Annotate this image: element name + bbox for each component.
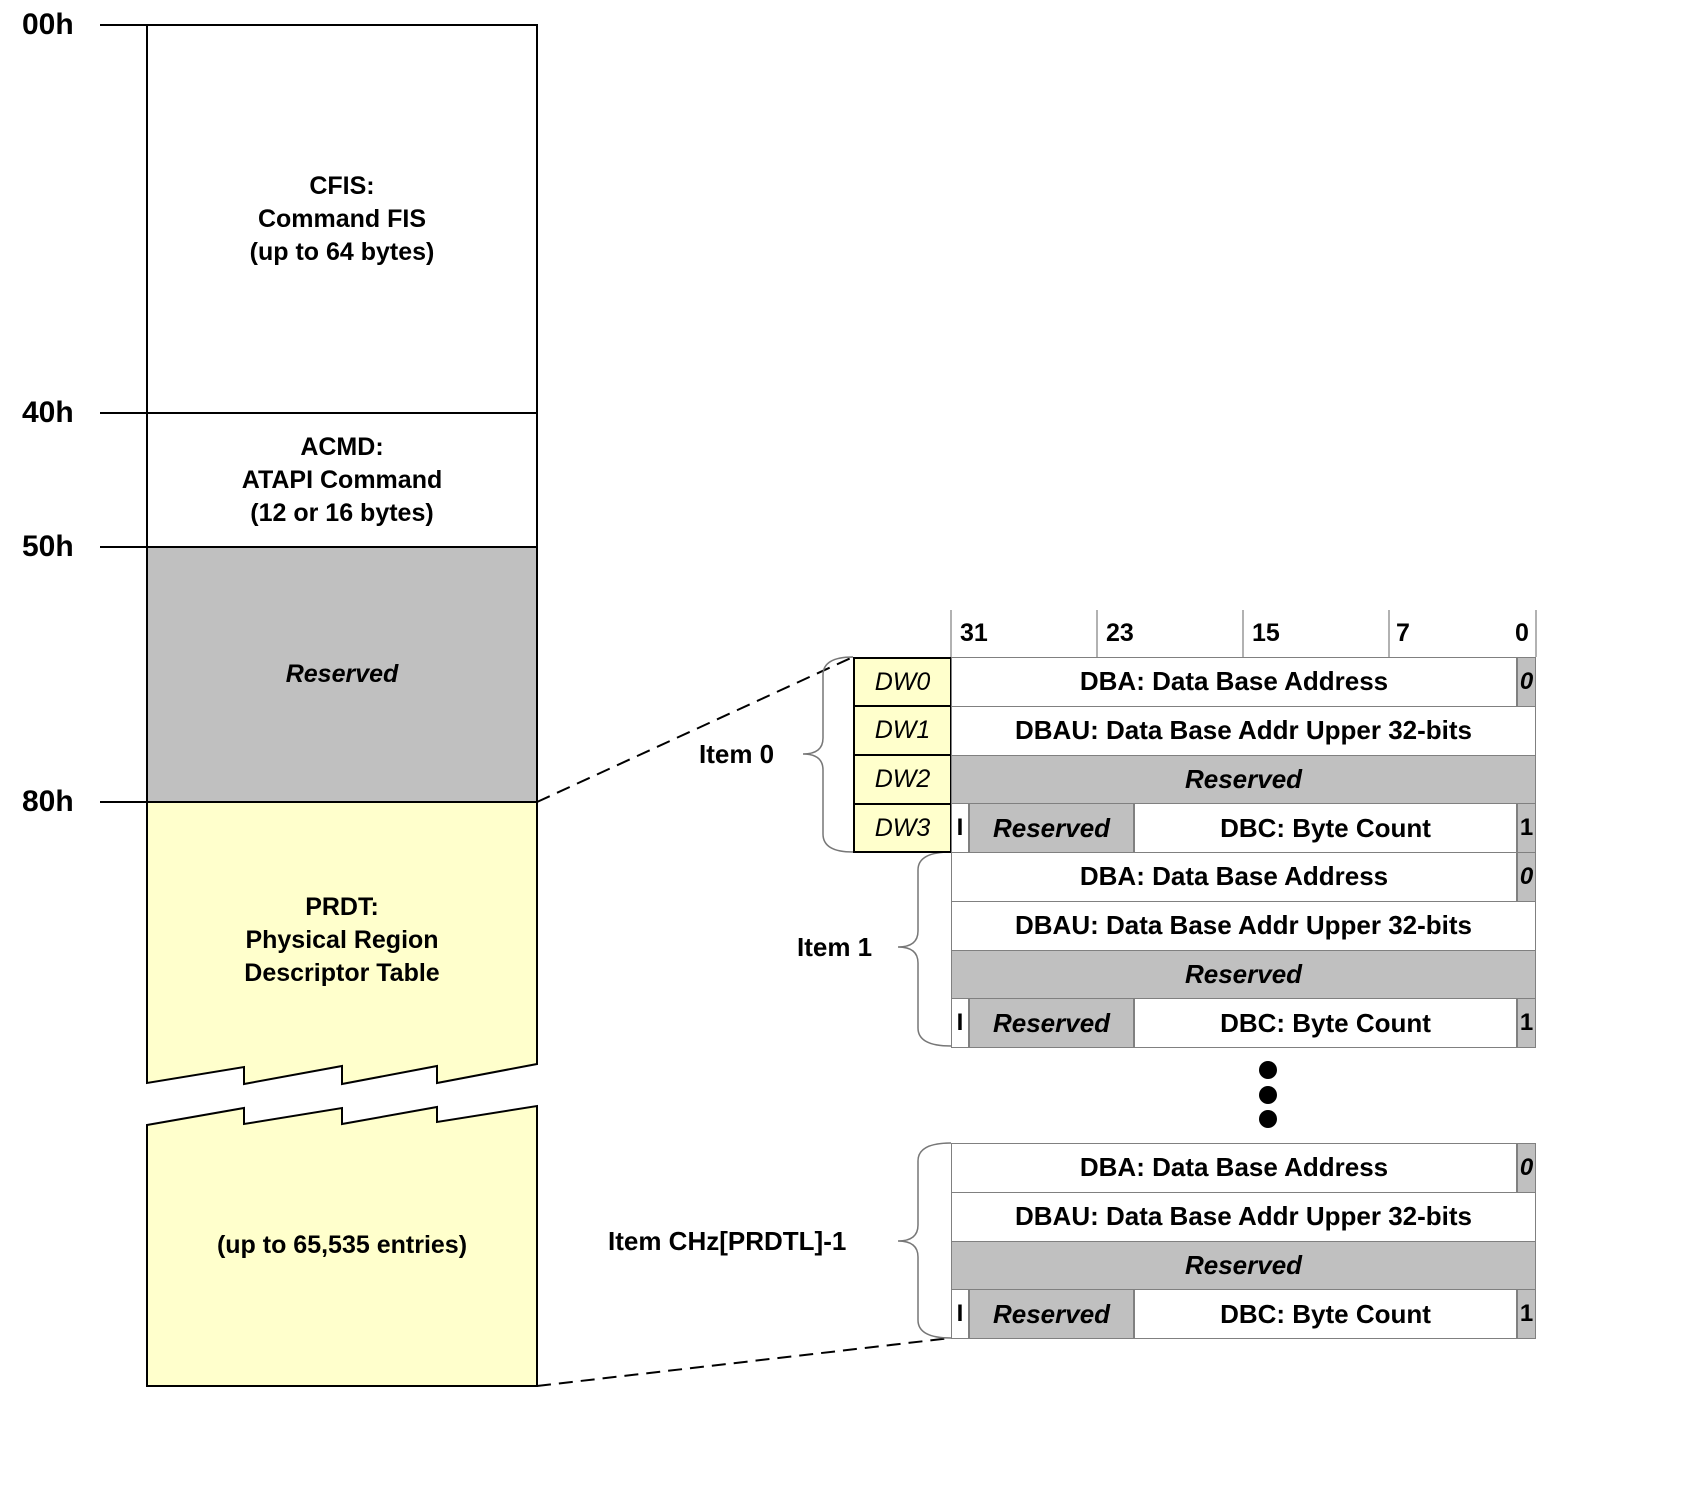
bit-label-31: 31: [960, 619, 988, 647]
bit-label-23: 23: [1106, 619, 1134, 647]
reserved-box: [146, 546, 538, 803]
dba-field: DBA: Data Base Address: [951, 657, 1517, 707]
dw2-reserved-field: Reserved: [951, 949, 1536, 1000]
prdt-box-bottom: [146, 1104, 538, 1387]
cfis-subtitle: Command FIS: [257, 204, 427, 233]
dba-bit0-field: 0: [1517, 657, 1536, 707]
bit-label-7: 7: [1396, 619, 1410, 647]
offset-label-50h: 50h: [22, 530, 74, 563]
bit-label-0: 0: [1515, 619, 1529, 647]
reserved-title: Reserved: [285, 660, 399, 688]
brace-item-1: [897, 851, 952, 1047]
dba-bit0-field: 0: [1517, 852, 1536, 902]
dba-bit0-field: 0: [1517, 1143, 1536, 1193]
interrupt-bit-field: I: [951, 803, 969, 853]
acmd-size: (12 or 16 bytes): [250, 498, 434, 527]
dword-label-dw0: DW0: [853, 657, 952, 707]
dba-field: DBA: Data Base Address: [951, 852, 1517, 902]
dbc-bit0-field: 1: [1517, 998, 1536, 1048]
ellipsis-dot: [1259, 1086, 1277, 1104]
dword-label-dw3: DW3: [853, 803, 952, 853]
interrupt-bit-field: I: [951, 998, 969, 1048]
dw3-reserved-field: Reserved: [969, 803, 1134, 853]
offset-label-00h: 00h: [22, 8, 74, 41]
dbc-field: DBC: Byte Count: [1134, 803, 1517, 853]
prdt-subtitle-1: Physical Region: [245, 925, 439, 954]
dw2-reserved-field: Reserved: [951, 1240, 1536, 1291]
cfis-region: CFIS: Command FIS (up to 64 bytes): [147, 25, 537, 413]
cfis-box: [146, 24, 538, 414]
acmd-region: ACMD: ATAPI Command (12 or 16 bytes): [147, 413, 537, 547]
bit-label-15: 15: [1252, 619, 1280, 647]
dbau-field: DBAU: Data Base Addr Upper 32-bits: [951, 900, 1536, 951]
dword-label-dw1: DW1: [853, 705, 952, 756]
item-label-1: Item 1: [797, 932, 873, 962]
dword-label-dw2: DW2: [853, 754, 952, 805]
brace-item-last: [897, 1142, 952, 1339]
offset-label-80h: 80h: [22, 785, 74, 818]
acmd-title: ACMD:: [300, 432, 384, 461]
dw3-reserved-field: Reserved: [969, 1289, 1134, 1339]
prdt-subtitle-2: Descriptor Table: [244, 958, 440, 987]
acmd-subtitle: ATAPI Command: [241, 465, 443, 494]
prdt-box-top: [146, 801, 538, 1086]
prdt-continued-region: (up to 65,535 entries): [147, 1205, 537, 1285]
interrupt-bit-field: I: [951, 1289, 969, 1339]
dba-field: DBA: Data Base Address: [951, 1143, 1517, 1193]
ellipsis-dot: [1259, 1061, 1277, 1079]
brace-item-0: [802, 656, 854, 853]
dbc-field: DBC: Byte Count: [1134, 998, 1517, 1048]
reserved-region: Reserved: [147, 547, 537, 802]
dbc-bit0-field: 1: [1517, 803, 1536, 853]
prdt-title: PRDT:: [305, 892, 379, 921]
offset-label-40h: 40h: [22, 396, 74, 429]
dbc-field: DBC: Byte Count: [1134, 1289, 1517, 1339]
prdt-entries-note: (up to 65,535 entries): [216, 1230, 468, 1259]
dw3-reserved-field: Reserved: [969, 998, 1134, 1048]
prdt-region: PRDT: Physical Region Descriptor Table: [147, 880, 537, 1000]
item-label-last: Item CHz[PRDTL]-1: [608, 1226, 847, 1256]
dw2-reserved-field: Reserved: [951, 754, 1536, 805]
dbau-field: DBAU: Data Base Addr Upper 32-bits: [951, 1191, 1536, 1242]
zoom-line-top: [536, 656, 854, 803]
cfis-title: CFIS:: [309, 171, 375, 200]
cfis-size: (up to 64 bytes): [249, 237, 435, 266]
zoom-line-bottom: [536, 1337, 952, 1387]
dbau-field: DBAU: Data Base Addr Upper 32-bits: [951, 705, 1536, 756]
item-label-0: Item 0: [699, 739, 775, 769]
dbc-bit0-field: 1: [1517, 1289, 1536, 1339]
ellipsis-dot: [1259, 1110, 1277, 1128]
